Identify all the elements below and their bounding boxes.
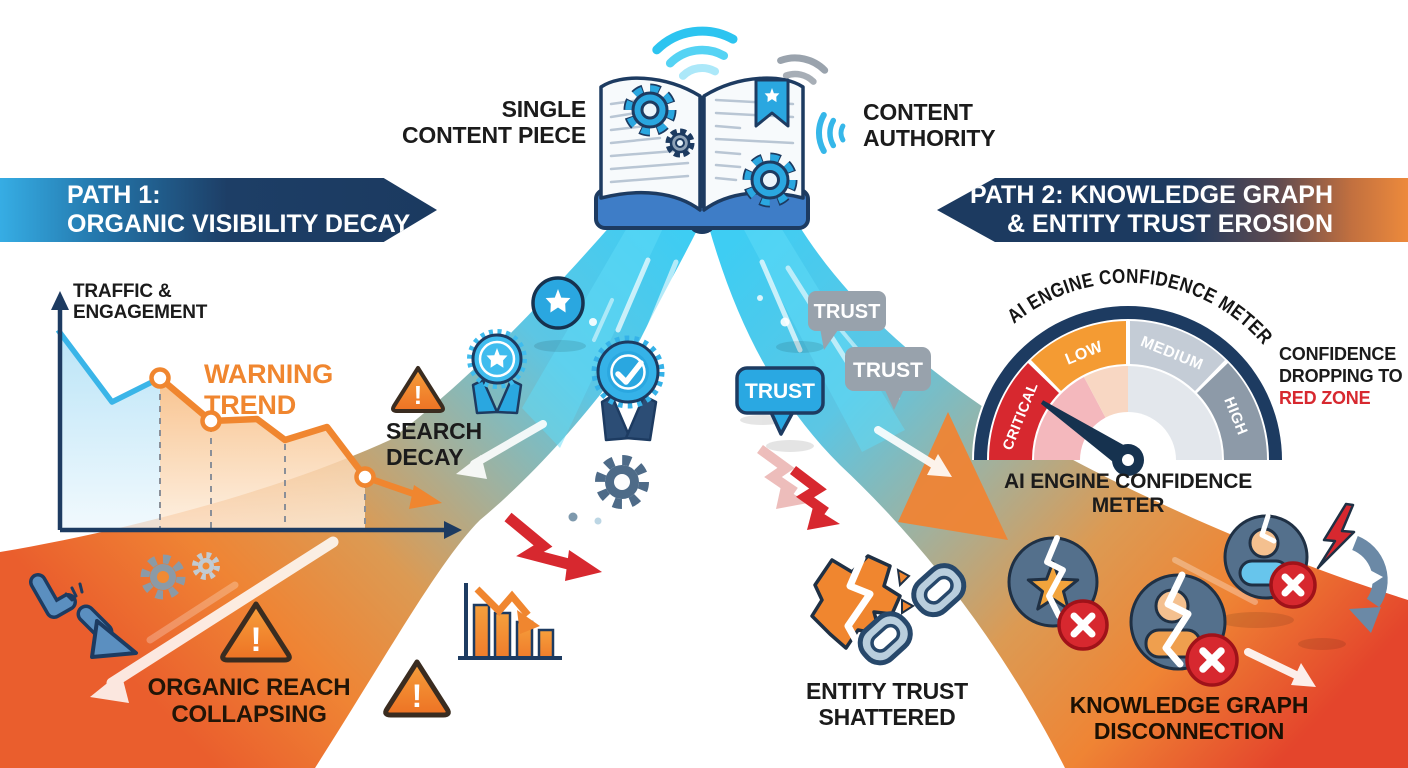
- warning-trend-label: WARNING TREND: [204, 359, 334, 420]
- warning-triangle-icon: !: [220, 601, 292, 663]
- blue-area-fill: [58, 330, 160, 530]
- open-book-icon: [594, 76, 810, 234]
- gear-icon: [742, 152, 798, 208]
- x-axis-arrow: [444, 521, 462, 539]
- gauge-needle: [1040, 400, 1135, 470]
- orange-wedge: [898, 412, 1008, 540]
- single-content-piece-label: SINGLE CONTENT PIECE: [402, 96, 586, 148]
- broken-entity-star-icon: [1007, 535, 1109, 651]
- svg-text:TRUST: TRUST: [745, 380, 815, 403]
- confidence-annotation-black: CONFIDENCE DROPPING TO: [1279, 344, 1403, 386]
- chart-axes: [57, 300, 448, 533]
- beam-dots: [589, 295, 790, 327]
- knowledge-graph-disconnection-label: KNOWLEDGE GRAPH DISCONNECTION: [1069, 692, 1309, 744]
- dot: [568, 512, 578, 522]
- path2-banner-title: PATH 2: KNOWLEDGE GRAPH & ENTITY TRUST E…: [970, 181, 1333, 238]
- red-zigzag-arrow-icon: [789, 466, 840, 530]
- signal-waves-icon: [777, 54, 829, 85]
- beam-highlight: [522, 226, 664, 448]
- confidence-annotation-red: RED ZONE: [1279, 387, 1371, 408]
- path1-banner: PATH 1: ORGANIC VISIBILITY DECAY: [0, 178, 437, 242]
- red-zigzag-arrow-icon: [504, 512, 602, 581]
- gear-icon: [192, 552, 220, 580]
- traffic-engagement-axis-label: TRAFFIC & ENGAGEMENT: [73, 281, 208, 324]
- trend-points: [149, 367, 376, 488]
- broken-chain-icon: [857, 563, 967, 666]
- gear-icon: [140, 554, 186, 600]
- broken-entity-person-icon: [1223, 513, 1317, 609]
- search-decay-label: SEARCH DECAY: [386, 418, 482, 470]
- trust-bubble-gray-2: TRUST: [845, 347, 931, 410]
- trend-arrowhead: [409, 485, 442, 509]
- signal-waves-icon: [815, 112, 846, 154]
- content-source: [594, 26, 846, 234]
- rosette-star-badge-icon: [467, 329, 527, 415]
- gear-icon: [595, 455, 649, 509]
- svg-text:!: !: [414, 380, 423, 410]
- path2-banner: PATH 2: KNOWLEDGE GRAPH & ENTITY TRUST E…: [937, 178, 1408, 242]
- broken-refresh-arrow-icon: [1349, 536, 1388, 633]
- gauge-meter-icon: CRITICAL LOW MEDIUM HIGH AI ENGINE CONFI…: [972, 266, 1284, 476]
- gauge-pivot-center: [1122, 454, 1134, 466]
- red-x-badge-icon: [1185, 633, 1239, 687]
- red-x-badge-icon: [1269, 561, 1317, 609]
- wifi-waves-icon: [652, 26, 738, 80]
- gauge-segment-low: [1031, 321, 1126, 391]
- shadow-ellipses: [534, 340, 1346, 650]
- broken-blue-arrow-icon: [29, 573, 138, 659]
- dot: [594, 517, 602, 525]
- gauge-segment-medium: [1130, 321, 1225, 391]
- svg-text:TRUST: TRUST: [853, 359, 923, 382]
- y-axis-arrow: [51, 291, 69, 310]
- red-lightning-icon: [1316, 502, 1356, 570]
- svg-text:TRUST: TRUST: [814, 301, 881, 323]
- white-arrow-icon: [1244, 648, 1316, 687]
- svg-text:!: !: [412, 678, 423, 714]
- dashed-gridlines: [159, 382, 366, 530]
- path1-banner-title: PATH 1: ORGANIC VISIBILITY DECAY: [67, 181, 411, 238]
- warning-triangle-icon: !: [391, 366, 445, 413]
- bookmark-star-icon: [754, 78, 790, 128]
- trust-bubble-blue: TRUST: [735, 366, 825, 436]
- traffic-decay-chart: [51, 291, 462, 539]
- svg-text:!: !: [250, 621, 261, 659]
- white-arrow-icon: [874, 426, 952, 477]
- confidence-dropping-annotation: CONFIDENCE DROPPING TO RED ZONE: [1279, 344, 1403, 410]
- gear-icon: [623, 83, 677, 137]
- white-arrow-icon: [90, 536, 339, 703]
- organic-reach-collapsing-label: ORGANIC REACH COLLAPSING: [147, 674, 351, 729]
- rosette-check-badge-icon: [591, 335, 665, 442]
- broken-entity-person-icon: [1129, 571, 1239, 687]
- declining-bar-chart-icon: [458, 583, 562, 660]
- gauge-bottom-title: AI ENGINE CONFIDENCE METER: [1003, 470, 1253, 517]
- white-arrow-icon: [456, 420, 547, 479]
- gauge-segment-high: [1197, 363, 1268, 460]
- red-zigzag-arrow-icon: [757, 444, 808, 509]
- trust-bubble-gray-1: TRUST: [808, 291, 886, 350]
- gear-icon: [665, 128, 695, 158]
- red-x-badge-icon: [1057, 599, 1109, 651]
- star-badge-icon: [531, 276, 585, 330]
- entity-trust-shattered-label: ENTITY TRUST SHATTERED: [805, 678, 968, 730]
- gauge-segment-critical: [988, 363, 1059, 460]
- flow-arrows: [90, 420, 1316, 703]
- blue-trend-line: [55, 328, 162, 405]
- content-authority-label: CONTENT AUTHORITY: [863, 99, 996, 151]
- warning-triangle-icon: !: [383, 659, 451, 718]
